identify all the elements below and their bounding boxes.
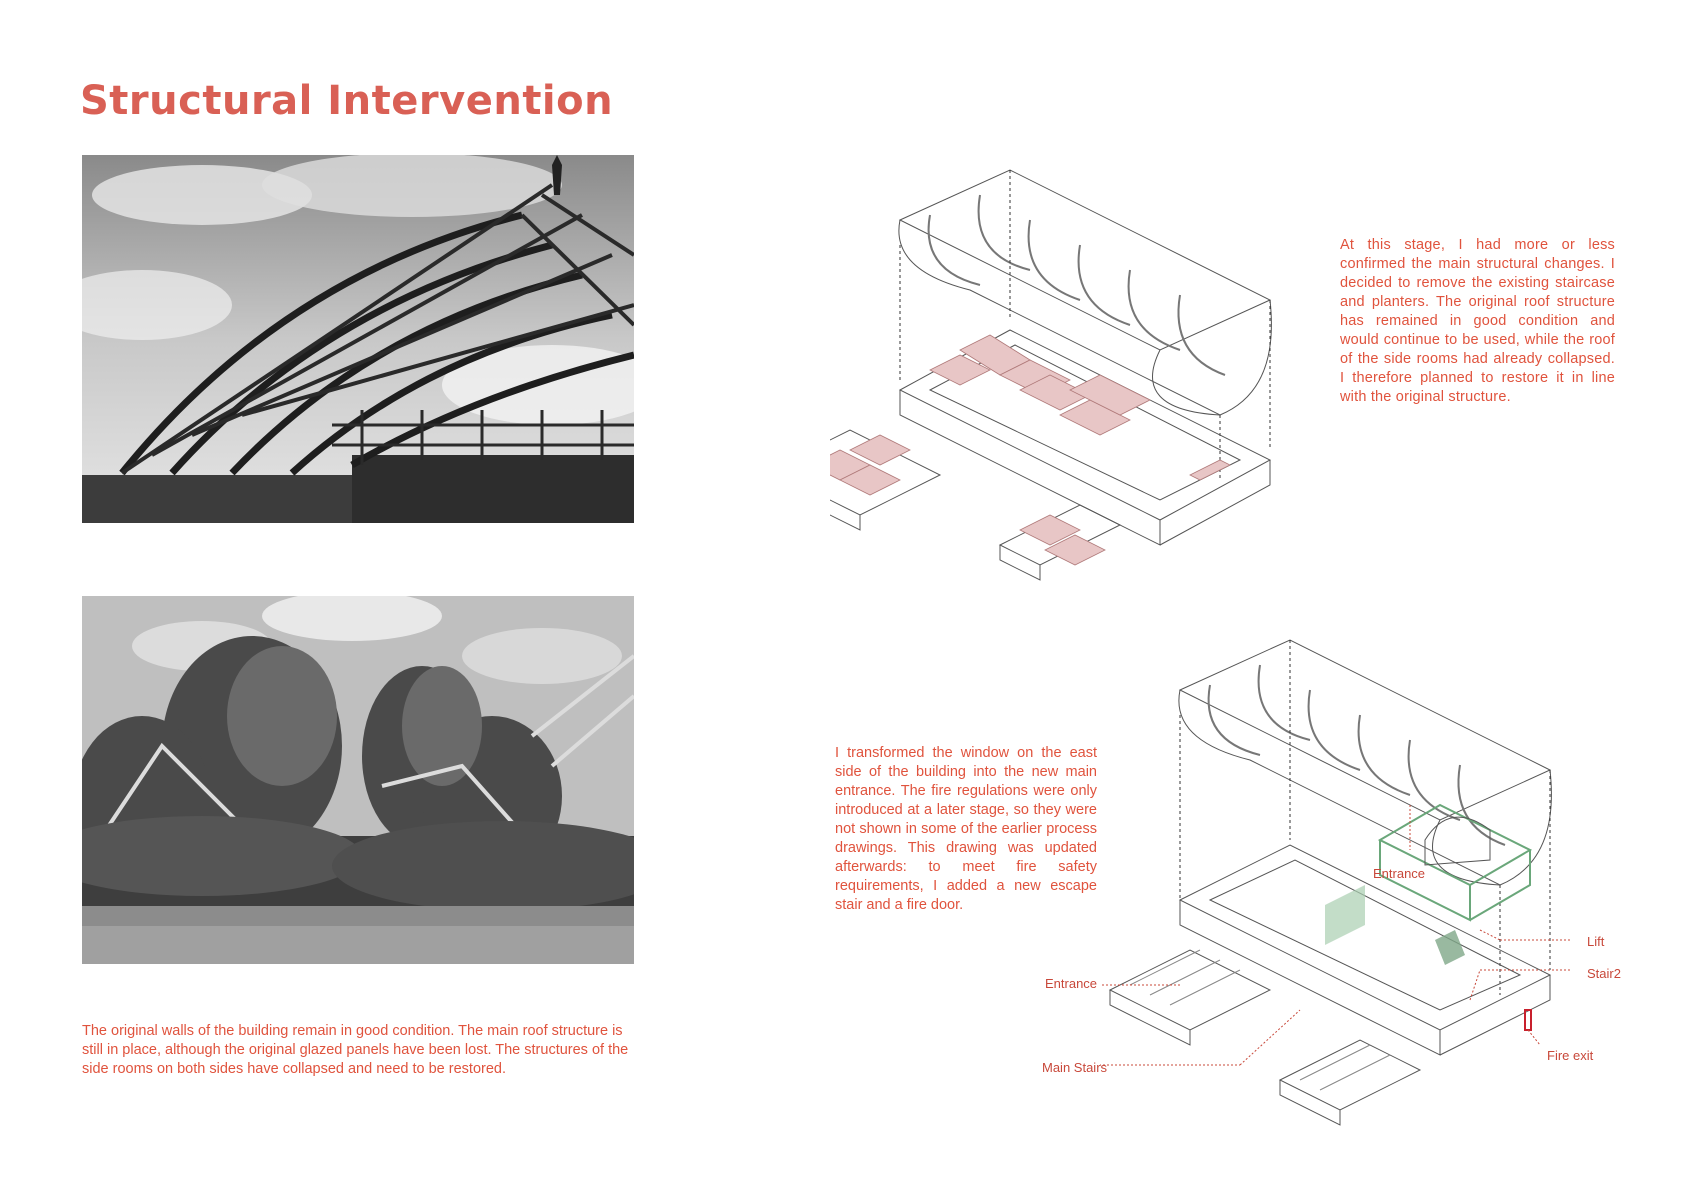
axonometric-diagram-stage-two: [1100, 639, 1570, 1126]
label-main-stairs: Main Stairs: [1042, 1060, 1108, 1075]
label-stair2: Stair2: [1587, 966, 1621, 981]
label-fire-exit: Fire exit: [1547, 1048, 1594, 1063]
label-lift: Lift: [1587, 934, 1605, 949]
greenhouse-roof-photo: [82, 155, 634, 523]
page-title: Structural Intervention: [80, 78, 614, 124]
overgrown-side-rooms-photo: [82, 596, 634, 964]
photos-caption: The original walls of the building remai…: [82, 1023, 629, 1077]
axonometric-diagram-stage-one: [830, 169, 1272, 581]
label-entrance-left: Entrance: [1045, 976, 1098, 991]
stage-two-description: I transformed the window on the east sid…: [835, 745, 1097, 913]
label-entrance-top: Entrance: [1373, 866, 1426, 881]
stage-one-description: At this stage, I had more or less confir…: [1340, 237, 1615, 405]
